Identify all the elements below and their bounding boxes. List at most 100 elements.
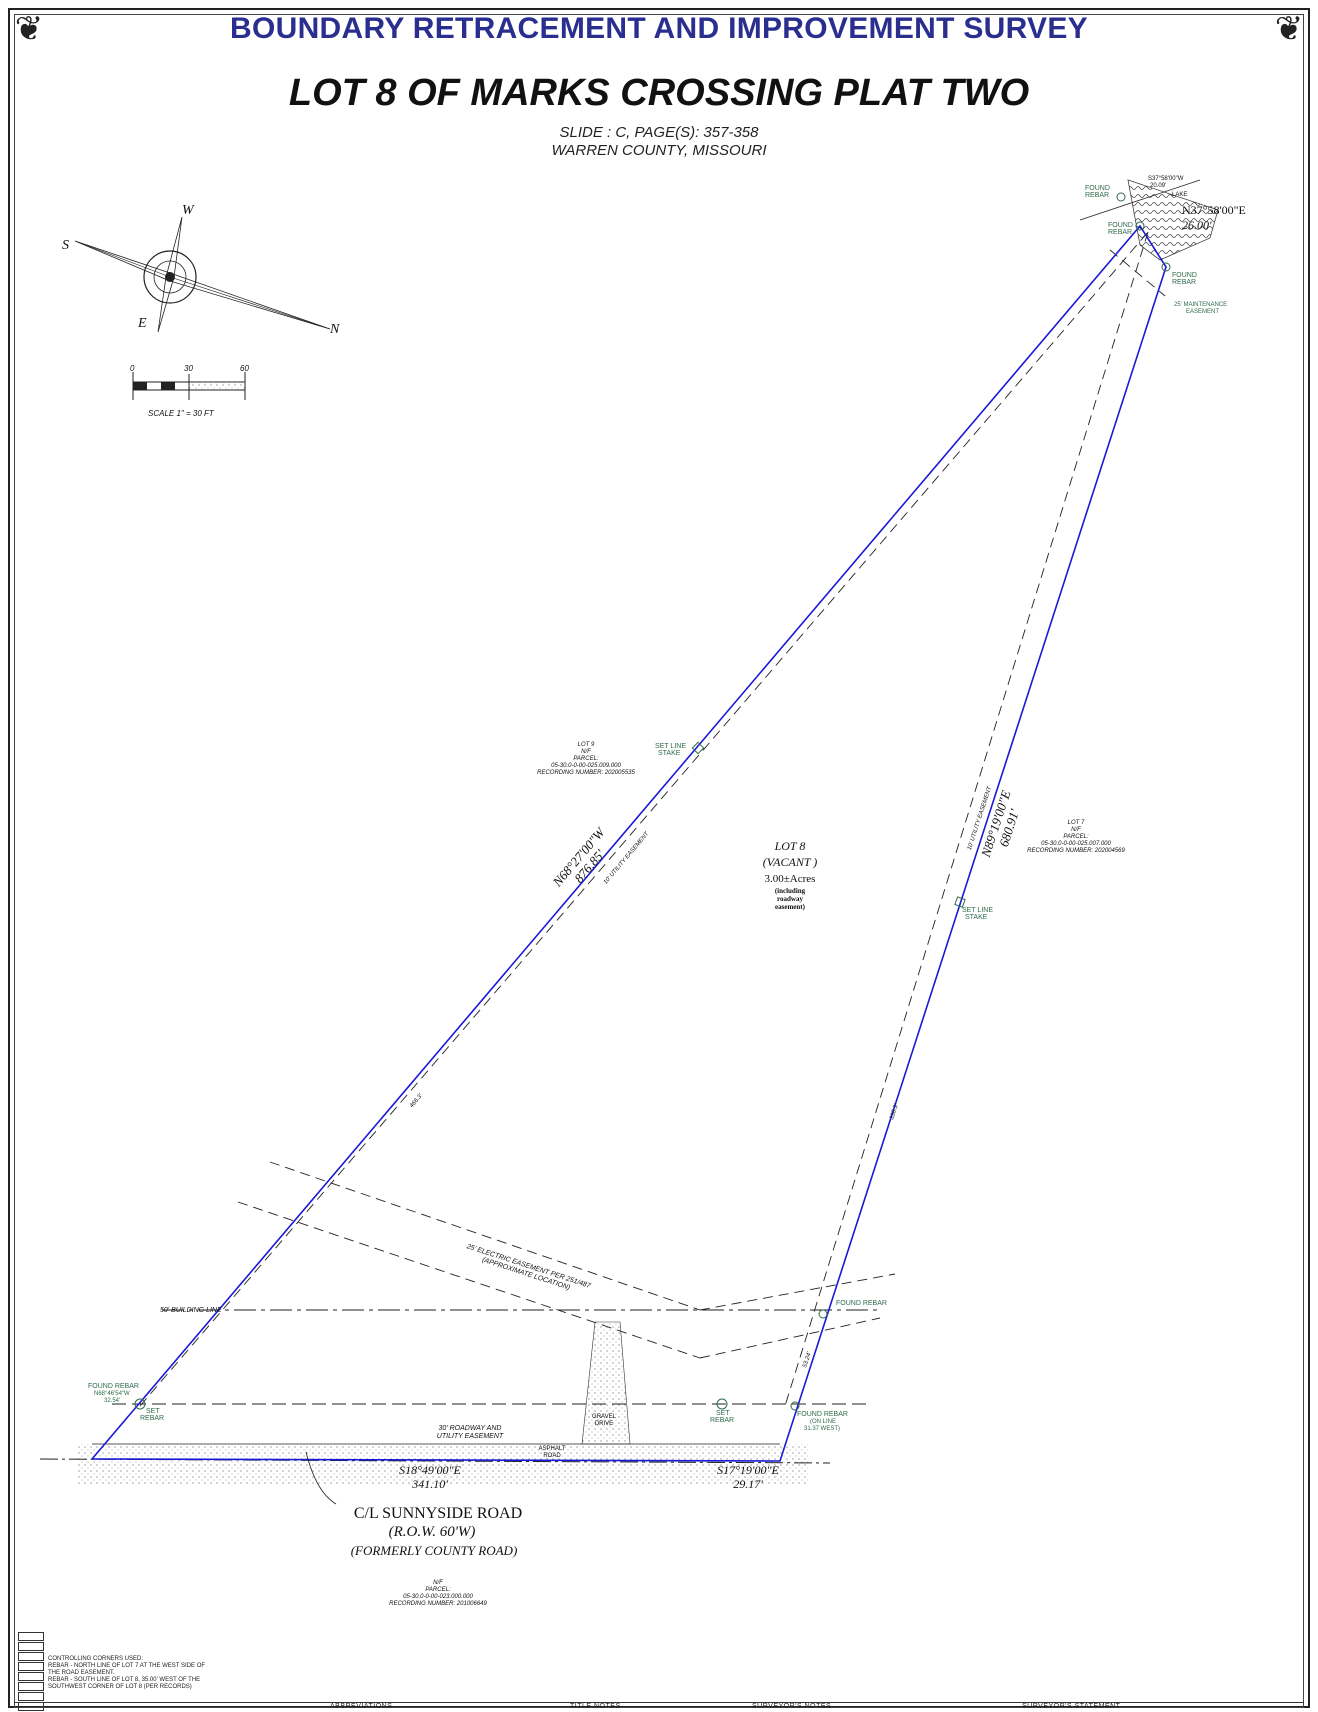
south-distance: 341.10' (411, 1477, 448, 1491)
south-recording: RECORDING NUMBER: 201006649 (389, 1601, 487, 1607)
lot7-label: LOT 7 N/F PARCEL: 05-30.0-0-00-025.007.0… (1027, 820, 1125, 854)
ornament-top-left-icon: ❦ (14, 10, 44, 48)
footer-bar (14, 1702, 1304, 1711)
lake-hatch (1079, 179, 1219, 261)
boundary-lines (91, 224, 1167, 1462)
found-rebar-1-top: FOUND (1085, 185, 1110, 192)
maintenance-easement: 25' MAINTENANCE (1174, 302, 1227, 308)
roadway-easement: 30' ROADWAY AND (439, 1425, 502, 1432)
road-name: C/L SUNNYSIDE ROAD (354, 1505, 522, 1522)
west-note-distance: 32.54' (104, 1398, 120, 1404)
east-line-label: N89°19'00"E 680.91' 10' UTILITY EASEMENT (967, 785, 1022, 860)
electric-easement-label: 25' ELECTRIC EASEMENT PER 251/487 (APPRO… (465, 1243, 593, 1292)
footer-abbreviations: ABBREVIATIONS (330, 1703, 393, 1710)
north-arrow-icon: N S W E (62, 203, 340, 337)
west-distance-note: 31.37 WEST) (804, 1426, 840, 1432)
lot8-note2: roadway (777, 895, 803, 903)
east-segment: 338.3' (889, 1103, 900, 1121)
se-distance: 29.17' (733, 1477, 763, 1491)
lot9-nf: N/F (581, 749, 591, 755)
se-bearing: S17°19'00"E (717, 1463, 779, 1477)
maintenance-easement-2: EASEMENT (1186, 309, 1219, 315)
controlling-corners-note: CONTROLLING CORNERS USED: REBAR - NORTH … (48, 1656, 238, 1691)
found-rebar-road: FOUND REBAR (797, 1411, 848, 1418)
scale-end: 60 (240, 364, 249, 373)
on-line-note: (ON LINE (810, 1419, 836, 1425)
slide-reference: SLIDE : C, PAGE(S): 357-358 (559, 124, 759, 141)
west-segment: 466.3' (409, 1092, 425, 1109)
easement-lines (139, 231, 1166, 1407)
south-label: S (62, 238, 69, 253)
lot9-name: LOT 9 (578, 742, 595, 748)
west-label: W (182, 203, 195, 218)
set-line-stake-2-bottom: STAKE (965, 914, 988, 921)
lot9-recording: RECORDING NUMBER: 202005535 (537, 770, 635, 776)
south-bearing: S18°49'00"E (399, 1463, 461, 1477)
road-area (39, 1321, 831, 1484)
road-formerly: (FORMERLY COUNTY ROAD) (351, 1543, 518, 1558)
scale-zero: 0 (130, 364, 135, 373)
footer-title-notes: TITLE NOTES (570, 1703, 621, 1710)
found-rebar-3-top: FOUND (1172, 272, 1197, 279)
lot8-note1: (including (775, 887, 806, 895)
building-line-label: 50' BUILDING LINE (160, 1307, 222, 1314)
road-leader (305, 1451, 337, 1505)
controlling-line4: SOUTHWEST CORNER OF LOT 8 (PER RECORDS) (48, 1684, 192, 1690)
lot7-parcel: 05-30.0-0-00-025.007.000 (1041, 841, 1111, 847)
found-rebar-2-bottom: REBAR (1108, 229, 1132, 236)
lot9-parcel: 05-30.0-0-00-025.009.000 (551, 763, 621, 769)
gravel-label: GRAVEL (592, 1414, 617, 1420)
found-rebar-building: FOUND REBAR (836, 1300, 887, 1307)
lake-label: LAKE (1172, 192, 1187, 198)
east-label: E (137, 316, 147, 331)
asphalt-label: ASPHALT (539, 1446, 566, 1452)
north-distance: 26.00' (1182, 218, 1212, 232)
south-nf: N/F (433, 1580, 443, 1586)
set-line-stake-1-bottom: STAKE (658, 750, 681, 757)
drive-label: DRIVE (595, 1421, 613, 1427)
footer-surveyor-statement: SURVEYOR'S STATEMENT (1022, 1703, 1121, 1710)
controlling-line1: REBAR - NORTH LINE OF LOT 7 AT THE WEST … (48, 1663, 206, 1669)
north-small-bearing: S37°58'00"W (1148, 176, 1184, 182)
west-segment-group: 466.3' (409, 1092, 425, 1109)
lot8-name: LOT 8 (774, 839, 806, 853)
se-short-group: 53.24' (802, 1351, 813, 1369)
controlling-line2: THE ROAD EASEMENT. (48, 1670, 115, 1676)
lot7-parcel-label: PARCEL: (1063, 834, 1089, 840)
set-rebar-east-top: SET (716, 1410, 730, 1417)
lot-title: LOT 8 OF MARKS CROSSING PLAT TWO (288, 72, 1030, 114)
north-bearing: N37°58'00"E (1182, 203, 1246, 217)
found-rebar-west: FOUND REBAR (88, 1383, 139, 1390)
sheet-inner-border (14, 14, 1304, 1708)
found-rebar-3-bottom: REBAR (1172, 279, 1196, 286)
scale-bar: 0 30 60 SCALE 1" = 30 FT (130, 364, 249, 418)
survey-type-title: BOUNDARY RETRACEMENT AND IMPROVEMENT SUR… (230, 12, 1088, 45)
set-rebar-east-bottom: REBAR (710, 1417, 734, 1424)
scale-mid: 30 (184, 364, 193, 373)
found-rebar-1-bottom: REBAR (1085, 192, 1109, 199)
east-segment-group: 338.3' (889, 1103, 900, 1121)
south-parcel-label: PARCEL: (425, 1587, 451, 1593)
lot8-area: 3.00±Acres (765, 873, 816, 885)
lot8-status: (VACANT ) (763, 855, 818, 869)
monuments (134, 192, 1171, 1411)
lot7-recording: RECORDING NUMBER: 202004569 (1027, 848, 1125, 854)
building-line (112, 1309, 880, 1405)
controlling-line3: REBAR - SOUTH LINE OF LOT 8, 35.00' WEST… (48, 1677, 201, 1683)
set-rebar-west-bottom: REBAR (140, 1415, 164, 1422)
lot7-nf: N/F (1071, 827, 1081, 833)
footer-surveyor-notes: SURVEYOR'S NOTES (752, 1703, 832, 1710)
ornament-top-right-icon: ❦ (1274, 10, 1304, 48)
road-label: ROAD (543, 1453, 561, 1459)
road-row: (R.O.W. 60'W) (389, 1524, 476, 1540)
legend-stack (18, 1632, 44, 1711)
scale-label: SCALE 1" = 30 FT (148, 409, 215, 418)
found-rebar-2-top: FOUND (1108, 222, 1133, 229)
lot8-note3: easement) (775, 903, 806, 911)
county-line: WARREN COUNTY, MISSOURI (551, 142, 767, 159)
north-small-distance: 20.09' (1150, 183, 1166, 189)
lot9-parcel-label: PARCEL: (573, 756, 599, 762)
se-short: 53.24' (802, 1351, 813, 1369)
lot7-name: LOT 7 (1068, 820, 1085, 826)
